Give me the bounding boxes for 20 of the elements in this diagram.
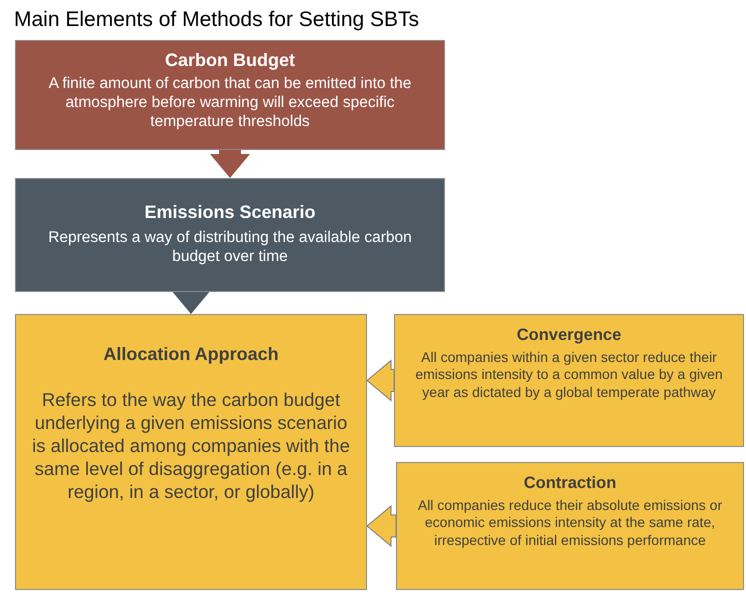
method-box [394,314,744,447]
box-description: All companies within a given sector reduce their emissions intensity to a common value by a given year as dictated by a global temperate pathway [414,348,724,402]
diagram-title: Main Elements of Methods for Setting SBTs [14,8,420,32]
block-arrow [366,504,396,548]
box-description: Represents a way of distributing the available carbon budget over time [47,228,413,266]
block-arrow [366,359,394,402]
approach-box [15,314,367,590]
box-heading: Carbon Budget [165,49,295,72]
box-heading: Contraction [524,473,616,494]
box-heading: Allocation Approach [103,343,279,366]
budget-box [15,40,445,150]
box-heading: Emissions Scenario [144,201,316,224]
box-heading: Convergence [516,325,622,346]
box-description: A finite amount of carbon that can be emitted into the atmosphere before warming will exceed specific temperature thresholds [48,74,412,132]
method-box [396,462,744,590]
scenario-box [15,178,445,292]
box-description: Refers to the way the carbon budget underlying a given emissions scenario is allocated among companies with the same level of disaggregation (e.g. in a region, in a sector, or globally) [31,388,351,504]
block-arrow [171,290,211,314]
block-arrow [210,150,250,178]
box-description: All companies reduce their absolute emissions or economic emissions intensity at the same rate, irrespective of initial emissions performance [416,496,724,550]
